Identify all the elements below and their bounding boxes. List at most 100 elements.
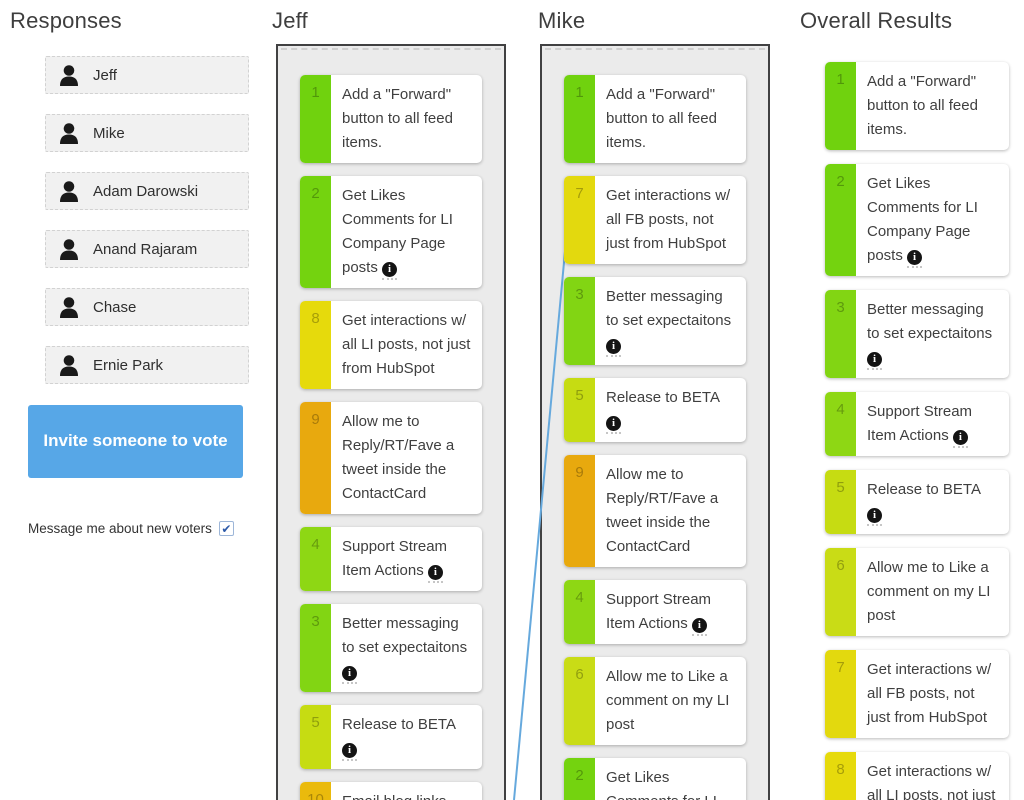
notify-row: Message me about new voters ✔: [28, 521, 234, 536]
idea-card[interactable]: 1 Add a "Forward" button to all feed ite…: [564, 75, 746, 163]
invite-button[interactable]: Invite someone to vote: [28, 405, 243, 478]
voter-name: Chase: [93, 298, 137, 316]
idea-card[interactable]: 9 Allow me to Reply/RT/Fave a tweet insi…: [564, 455, 746, 567]
info-icon[interactable]: i: [867, 507, 882, 523]
info-icon[interactable]: i: [606, 415, 621, 431]
person-icon: [60, 354, 78, 376]
info-icon-underline: i: [342, 742, 357, 761]
info-icon-underline: i: [952, 429, 968, 448]
rank-badge: 8: [300, 301, 331, 389]
info-icon-underline: i: [691, 617, 707, 636]
info-icon[interactable]: i: [606, 338, 621, 354]
idea-card[interactable]: 5 Release to BETA i: [300, 705, 482, 769]
idea-card[interactable]: 4 Support Stream Item Actions i: [825, 392, 1009, 456]
info-icon-underline: i: [867, 507, 882, 526]
idea-text: Add a "Forward" button to all feed items…: [342, 86, 453, 151]
idea-text: Get interactions w/ all FB posts, not ju…: [867, 661, 992, 726]
idea-card[interactable]: 8 Get interactions w/ all LI posts, not …: [300, 301, 482, 389]
voter-name: Adam Darowski: [93, 182, 199, 200]
info-icon[interactable]: i: [427, 564, 443, 580]
rank-badge: 3: [564, 277, 595, 365]
voter-item[interactable]: Ernie Park: [45, 346, 249, 384]
person-icon: [60, 296, 78, 318]
idea-text: Get Likes Comments for LI Company Page p…: [606, 769, 717, 800]
idea-card[interactable]: 4 Support Stream Item Actions i: [300, 527, 482, 591]
idea-text: Get interactions w/ all LI posts, not ju…: [867, 763, 996, 800]
idea-card[interactable]: 1 Add a "Forward" button to all feed ite…: [300, 75, 482, 163]
rank-badge: 5: [564, 378, 595, 442]
idea-card[interactable]: 10 Email blog links: [300, 782, 482, 800]
voter-item[interactable]: Adam Darowski: [45, 172, 249, 210]
info-icon-underline: i: [342, 665, 357, 684]
voter-name: Ernie Park: [93, 356, 164, 374]
info-icon-underline: i: [606, 338, 621, 357]
idea-text: Release to BETA i: [595, 378, 746, 442]
idea-card[interactable]: 1 Add a "Forward" button to all feed ite…: [825, 62, 1009, 150]
rank-badge: 8: [825, 752, 856, 800]
notify-label: Message me about new voters: [28, 521, 212, 536]
idea-card[interactable]: 3 Better messaging to set expectaitons i: [300, 604, 482, 692]
idea-text: Get interactions w/ all LI posts, not ju…: [342, 312, 471, 377]
idea-card[interactable]: 3 Better messaging to set expectaitons i: [825, 290, 1009, 378]
rank-badge: 3: [300, 604, 331, 692]
column-title-jeff: Jeff: [272, 8, 308, 33]
idea-card[interactable]: 6 Allow me to Like a comment on my LI po…: [825, 548, 1009, 636]
voter-name: Mike: [93, 124, 125, 142]
rank-badge: 9: [300, 402, 331, 514]
idea-card[interactable]: 6 Allow me to Like a comment on my LI po…: [564, 657, 746, 745]
rank-badge: 2: [300, 176, 331, 288]
idea-text: Support Stream Item Actions i: [595, 580, 746, 644]
info-icon[interactable]: i: [867, 351, 882, 367]
info-icon[interactable]: i: [691, 617, 707, 633]
rank-badge: 4: [564, 580, 595, 644]
voter-item[interactable]: Anand Rajaram: [45, 230, 249, 268]
idea-text: Email blog links: [331, 782, 456, 800]
voter-item[interactable]: Jeff: [45, 56, 249, 94]
responses-title: Responses: [10, 8, 122, 33]
jeff-card-list: 1 Add a "Forward" button to all feed ite…: [300, 75, 482, 800]
idea-text: Add a "Forward" button to all feed items…: [606, 86, 717, 151]
jeff-board: 1 Add a "Forward" button to all feed ite…: [276, 44, 506, 800]
info-icon[interactable]: i: [342, 742, 357, 758]
overall-card-list: 1 Add a "Forward" button to all feed ite…: [825, 62, 1009, 800]
idea-card[interactable]: 4 Support Stream Item Actions i: [564, 580, 746, 644]
info-icon-underline: i: [907, 249, 923, 268]
voter-item[interactable]: Mike: [45, 114, 249, 152]
rank-badge: 3: [825, 290, 856, 378]
info-icon-underline: i: [382, 261, 398, 280]
idea-card[interactable]: 8 Get interactions w/ all LI posts, not …: [825, 752, 1009, 800]
rank-badge: 5: [300, 705, 331, 769]
idea-text: Allow me to Reply/RT/Fave a tweet inside…: [342, 413, 455, 502]
idea-card[interactable]: 5 Release to BETA i: [564, 378, 746, 442]
person-icon: [60, 180, 78, 202]
idea-card[interactable]: 3 Better messaging to set expectaitons i: [564, 277, 746, 365]
idea-text: Support Stream Item Actions i: [856, 392, 1009, 456]
notify-checkbox[interactable]: ✔: [218, 521, 234, 536]
idea-card[interactable]: 7 Get interactions w/ all FB posts, not …: [564, 176, 746, 264]
idea-text: Support Stream Item Actions i: [331, 527, 482, 591]
rank-badge: 10: [300, 782, 331, 800]
rank-badge: 5: [825, 470, 856, 534]
idea-card[interactable]: 7 Get interactions w/ all FB posts, not …: [825, 650, 1009, 738]
idea-card[interactable]: 5 Release to BETA i: [825, 470, 1009, 534]
info-icon[interactable]: i: [907, 249, 923, 265]
info-icon[interactable]: i: [342, 665, 357, 681]
mike-board: 1 Add a "Forward" button to all feed ite…: [540, 44, 770, 800]
voter-item[interactable]: Chase: [45, 288, 249, 326]
info-icon-underline: i: [867, 351, 882, 370]
idea-text: Allow me to Like a comment on my LI post: [867, 559, 991, 624]
idea-text: Release to BETA i: [331, 705, 482, 769]
mike-card-list: 1 Add a "Forward" button to all feed ite…: [564, 75, 746, 800]
idea-card[interactable]: 2 Get Likes Comments for LI Company Page…: [564, 758, 746, 800]
idea-card[interactable]: 2 Get Likes Comments for LI Company Page…: [825, 164, 1009, 276]
idea-card[interactable]: 9 Allow me to Reply/RT/Fave a tweet insi…: [300, 402, 482, 514]
info-icon[interactable]: i: [952, 429, 968, 445]
idea-card[interactable]: 2 Get Likes Comments for LI Company Page…: [300, 176, 482, 288]
rank-badge: 7: [825, 650, 856, 738]
idea-text: Get Likes Comments for LI Company Page p…: [331, 176, 482, 288]
idea-text: Add a "Forward" button to all feed items…: [867, 73, 978, 138]
idea-text: Better messaging to set expectaitons i: [331, 604, 482, 692]
person-icon: [60, 238, 78, 260]
info-icon[interactable]: i: [382, 261, 398, 277]
idea-text: Allow me to Like a comment on my LI post: [606, 668, 730, 733]
